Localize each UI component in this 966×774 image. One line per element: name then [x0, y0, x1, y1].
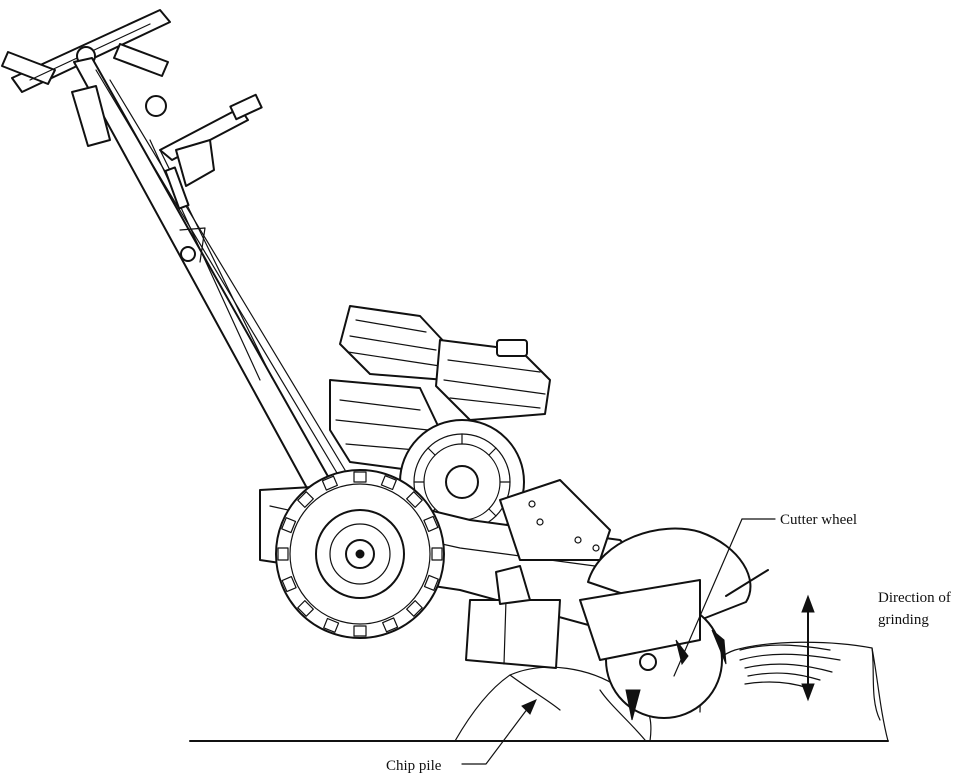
direction-of-grinding-label-line1: Direction of	[878, 590, 951, 606]
chip-pile-arrowhead	[521, 699, 537, 715]
chip-guard	[465, 565, 561, 669]
tree-stump	[699, 641, 889, 742]
cutter-wheel-assembly	[579, 527, 769, 721]
control-levers	[71, 85, 263, 263]
direction-of-grinding-label-line2: grinding	[878, 612, 929, 628]
direction-arrow	[801, 594, 815, 702]
handle-frame	[73, 57, 346, 491]
chip-pile-leader	[461, 707, 529, 765]
rear-wheel	[275, 469, 445, 639]
cutter-wheel-leader-diag	[673, 518, 743, 677]
chip-pile-label: Chip pile	[386, 758, 442, 774]
cutter-wheel-label: Cutter wheel	[780, 512, 857, 528]
tire-treads	[277, 471, 443, 637]
chip-pile-inner	[509, 674, 646, 741]
